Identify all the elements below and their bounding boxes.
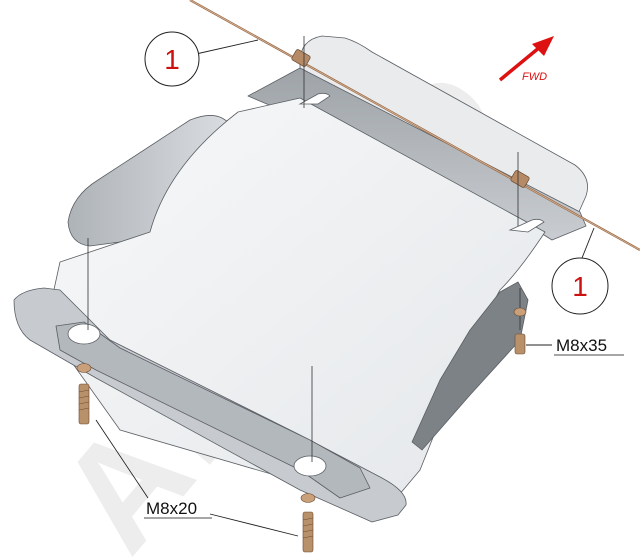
callout-circle: [551, 257, 609, 315]
bracket-rod-highlight: [189, 0, 640, 251]
washer-icon: [513, 307, 527, 317]
plate-rear-flange: [299, 35, 588, 215]
fastener-front-right: [300, 493, 316, 553]
mounting-brackets: [189, 0, 640, 251]
bolt-label-m8x35: M8x35: [554, 336, 624, 356]
callout-number: 1: [164, 44, 180, 75]
fwd-indicator: FWD: [498, 36, 554, 83]
leader-m8x20-a: [95, 419, 149, 499]
leader-callout-top: [195, 39, 259, 55]
skid-plate: [13, 35, 588, 523]
bolt-icon: [302, 511, 314, 553]
nut-rear-right: [510, 170, 530, 188]
callout-circle: [144, 31, 200, 87]
slot-rear-right: [508, 218, 545, 233]
fwd-arrowhead-icon: [532, 36, 554, 56]
washer-icon: [300, 493, 316, 503]
washer-icon: [76, 363, 92, 373]
fastener-front-left: [76, 363, 92, 425]
callout-number: 1: [572, 271, 588, 302]
bolt-label-m8x20: M8x20: [144, 499, 212, 519]
callout-right: 1: [551, 257, 609, 315]
plate-right-side: [411, 281, 529, 451]
fastener-side: [513, 307, 527, 355]
bolt-thread: [78, 389, 90, 411]
bolt-thread: [302, 517, 314, 539]
hole-front-left: [67, 323, 101, 345]
plate-left-wing: [67, 115, 239, 247]
hole-front-right: [293, 455, 327, 477]
leader-lines: [95, 39, 595, 537]
bolt-size-label: M8x20: [146, 499, 197, 518]
slot-rear-left: [298, 92, 331, 105]
bolt-size-label: M8x35: [556, 336, 607, 355]
leader-m8x20-b: [209, 513, 299, 537]
bolt-icon: [78, 383, 90, 425]
fwd-label: FWD: [522, 71, 547, 83]
callout-top: 1: [144, 31, 200, 87]
assembly-axes: [87, 36, 521, 462]
leader-callout-right: [581, 227, 595, 259]
plate-holes: [67, 92, 545, 477]
bolt-icon: [514, 333, 526, 355]
fwd-arrow-icon: [498, 45, 542, 82]
